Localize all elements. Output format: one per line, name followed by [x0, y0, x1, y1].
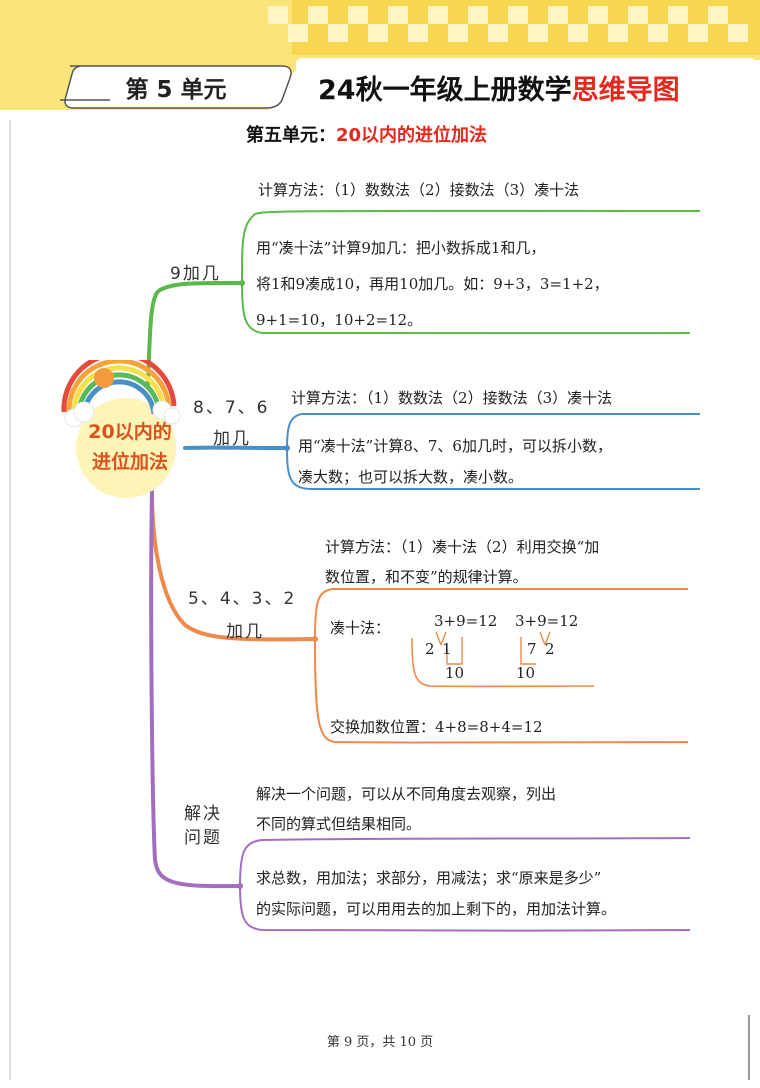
branch-label-solve-sub: 问题	[184, 828, 222, 848]
branch-876-method: 计算方法：（1）数数法（2）接数法（3）凑十法	[291, 389, 613, 407]
make-ten-equation-2: 3+9=12	[515, 612, 579, 630]
eq2-ten: 10	[516, 664, 536, 682]
solve-intro-1: 解决一个问题，可以从不同角度去观察，列出	[256, 785, 557, 803]
swap-rule: 交换加数位置：4+8=8+4=12	[330, 718, 543, 736]
center-node-bubble	[61, 360, 181, 498]
center-topic: 20以内的 进位加法	[62, 417, 198, 477]
center-line-1: 20以内的	[88, 421, 172, 443]
subtitle-highlight: 20以内的进位加法	[336, 125, 488, 146]
branch-label-solve: 解决	[184, 804, 222, 824]
solve-line-2: 的实际问题，可以用用去的加上剩下的，用加法计算。	[256, 900, 617, 918]
branch-label-876: 8、7、6	[193, 398, 270, 418]
title-main: 24秋一年级上册数学	[318, 75, 572, 106]
branch-9-line-1: 用“凑十法”计算9加几：把小数拆成1和几，	[256, 239, 546, 257]
solve-line-1: 求总数，用加法；求部分，用减法；求“原来是多少”	[256, 869, 602, 887]
branch-label-5432: 5、4、3、2	[188, 589, 297, 609]
subtitle-prefix: 第五单元：	[246, 125, 336, 146]
branch-9-method: 计算方法：（1）数数法（2）接数法（3）凑十法	[258, 181, 580, 199]
eq1-split-a: 2	[425, 640, 435, 658]
branch-label-876-sub: 加几	[213, 429, 251, 449]
branch-876-line-2: 凑大数；也可以拆大数，凑小数。	[298, 468, 524, 486]
branch-5432-method-2: 数位置，和不变”的规律计算。	[325, 568, 528, 586]
eq2-split-b: 2	[545, 640, 555, 658]
make-ten-equation-1: 3+9=12	[434, 612, 498, 630]
page-number: 第 9 页，共 10 页	[326, 1035, 434, 1050]
branch-876-line-1: 用“凑十法”计算8、7、6加几时，可以拆小数，	[298, 437, 612, 455]
make-ten-label: 凑十法：	[330, 619, 391, 637]
center-line-2: 进位加法	[91, 451, 168, 473]
eq1-ten: 10	[445, 664, 465, 682]
header-banner	[0, 0, 760, 118]
eq1-split-b: 1	[442, 640, 452, 658]
branch-9-line-3: 9+1=10，10+2=12。	[256, 311, 423, 329]
page-subtitle: 第五单元：20以内的进位加法	[246, 121, 487, 147]
branch-label-9: 9加几	[170, 264, 221, 284]
branch-9-line-2: 将1和9凑成10，再用10加几。如：9+3，3=1+2，	[256, 275, 609, 293]
solve-intro-2: 不同的算式但结果相同。	[256, 815, 422, 833]
branch-label-5432-sub: 加几	[226, 622, 264, 642]
eq2-split-a: 7	[527, 640, 537, 658]
title-highlight: 思维导图	[571, 75, 680, 106]
page-title: 24秋一年级上册数学思维导图	[318, 68, 680, 107]
unit-tag: 第 5 单元	[125, 77, 227, 103]
branch-5432-method-1: 计算方法：（1）凑十法（2）利用交换“加	[325, 538, 600, 556]
